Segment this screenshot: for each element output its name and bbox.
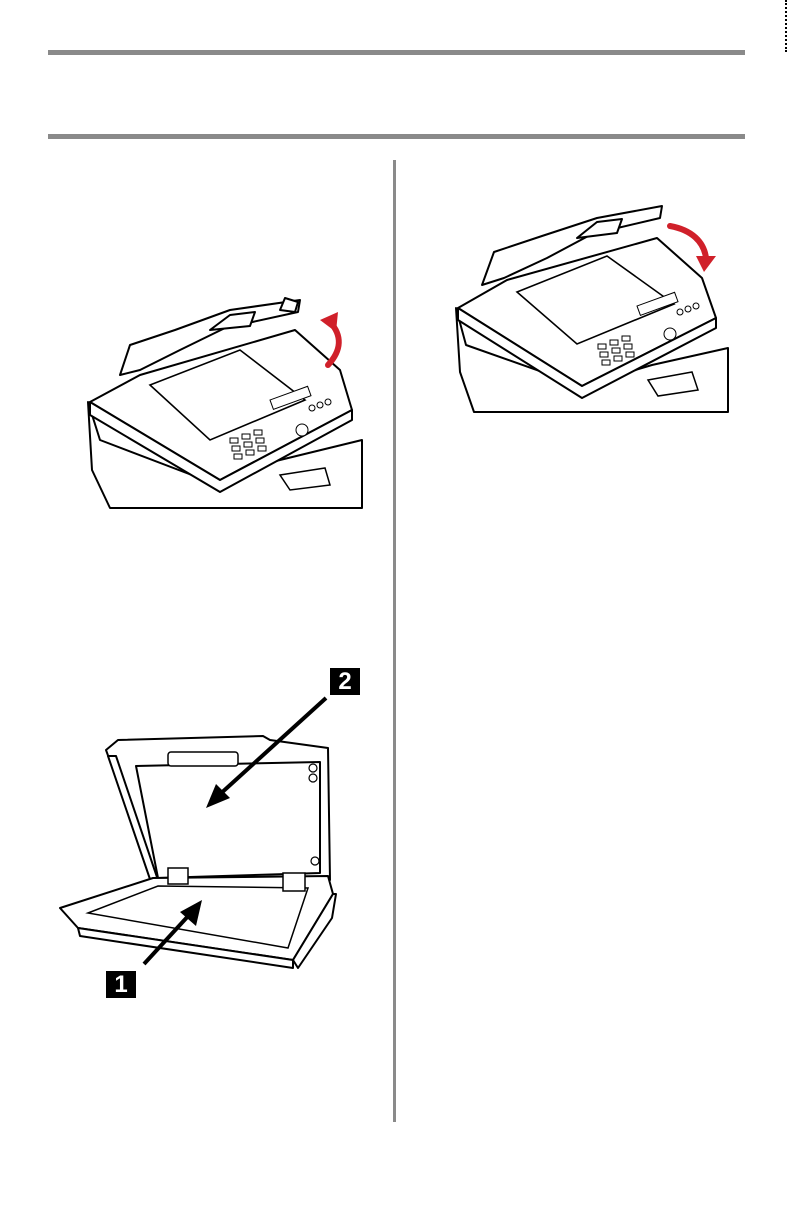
callout-badge-2: 2 <box>330 668 360 695</box>
header-rule-top <box>48 50 745 55</box>
cut-line <box>785 0 787 52</box>
figure-close-lid <box>452 200 730 415</box>
header-rule-bottom <box>48 134 745 139</box>
scanner-glass-illustration <box>58 668 368 998</box>
printer-lid-open-illustration <box>80 290 365 510</box>
figure-glass-detail <box>58 668 368 998</box>
column-divider <box>393 160 396 1122</box>
figure-open-lid <box>80 290 365 510</box>
callout-badge-1: 1 <box>106 971 136 998</box>
printer-lid-close-illustration <box>452 200 730 415</box>
